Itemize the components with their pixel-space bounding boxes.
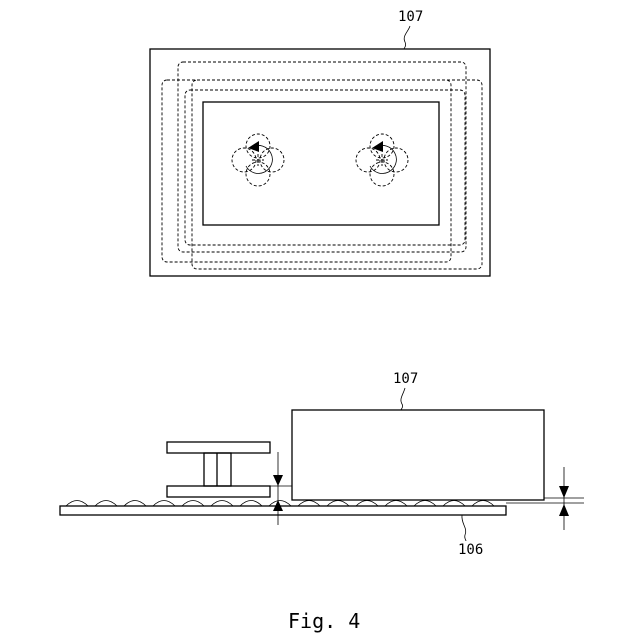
rotation-mark-right	[356, 134, 408, 186]
side-view: 107 106	[60, 371, 584, 558]
bump	[211, 501, 233, 507]
block-107	[292, 410, 544, 500]
side-leader-line-107	[401, 388, 405, 410]
bump	[298, 501, 320, 507]
top-ref-label-107: 107	[398, 9, 423, 25]
dashed-frame-2	[162, 80, 451, 262]
bump	[414, 501, 436, 507]
bump	[124, 501, 146, 507]
arrowhead-left	[248, 141, 259, 152]
dashed-frame-4	[185, 90, 465, 245]
bump	[182, 501, 204, 507]
figure-caption: Fig. 4	[288, 609, 360, 633]
bump	[385, 501, 407, 507]
top-view: 107	[150, 9, 490, 276]
gap-indicator-right	[506, 467, 584, 530]
spool-part	[167, 442, 270, 497]
arrowhead-right	[372, 141, 383, 152]
dashed-frame-1	[178, 62, 466, 252]
side-leader-line-106	[462, 515, 466, 541]
side-ref-label-107: 107	[393, 371, 418, 387]
bump	[443, 501, 465, 507]
bump	[95, 501, 117, 507]
gap-indicator-left	[270, 452, 292, 525]
side-ref-label-106: 106	[458, 542, 483, 558]
bump	[472, 501, 494, 507]
bump	[327, 501, 349, 507]
bump	[153, 501, 175, 507]
bump	[66, 501, 88, 507]
rotation-mark-left	[232, 134, 284, 186]
inner-window	[203, 102, 439, 225]
bump	[356, 501, 378, 507]
top-leader-line	[404, 26, 410, 49]
bump	[240, 501, 262, 507]
base-plate-106	[60, 506, 506, 515]
